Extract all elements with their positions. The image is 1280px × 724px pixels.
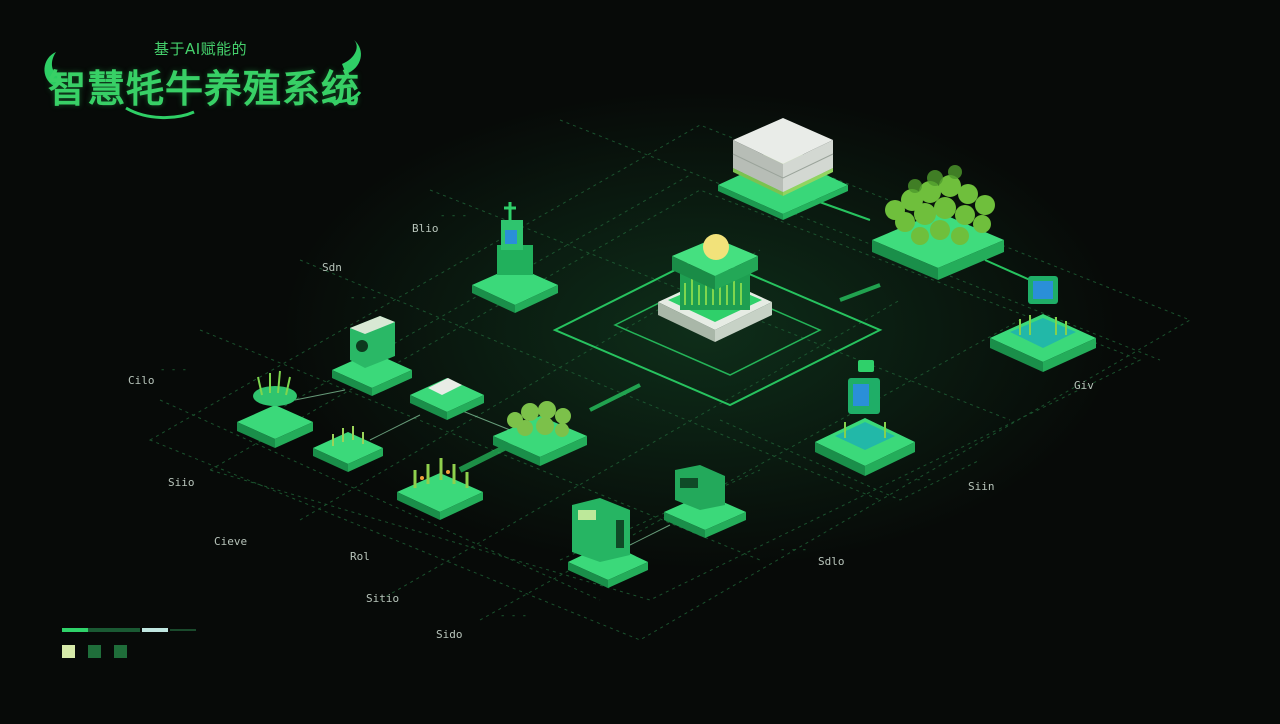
- node-label: Siin: [968, 480, 995, 493]
- crop-platform-bottom[interactable]: [397, 458, 483, 520]
- legend-bar-light: [142, 628, 168, 632]
- central-hub[interactable]: [658, 234, 772, 342]
- node-label: Sdn: [322, 261, 342, 274]
- node-label: Giv: [1074, 379, 1094, 392]
- monitor-tower-right[interactable]: [990, 276, 1096, 372]
- crop-platform-small[interactable]: [313, 426, 383, 472]
- legend-bar-track: [88, 628, 140, 632]
- monitor-tower-left[interactable]: [472, 202, 558, 313]
- screen-display: [1033, 281, 1053, 299]
- title-block: 基于AI赋能的 智慧牦牛养殖系统: [36, 34, 376, 124]
- tree-cluster: [885, 175, 995, 245]
- node-label: Blio: [412, 222, 439, 235]
- node-label: Sdlo: [818, 555, 845, 568]
- device-platform[interactable]: [410, 378, 484, 420]
- node-label: Sido: [436, 628, 463, 641]
- node-label: Cilo: [128, 374, 155, 387]
- camera-lens-icon: [356, 340, 368, 352]
- subtitle: 基于AI赋能的: [154, 40, 248, 58]
- connectors: [458, 194, 1031, 473]
- svg-text:- - -: - - -: [350, 293, 377, 303]
- svg-text:- - -: - - -: [905, 475, 932, 485]
- monitor-tower-mid[interactable]: [815, 360, 915, 476]
- svg-text:- - -: - - -: [440, 211, 467, 221]
- camera-platform[interactable]: [332, 316, 412, 396]
- page-title: 智慧牦牛养殖系统: [48, 66, 361, 111]
- legend-square-green: [88, 645, 101, 658]
- router-platform[interactable]: [664, 465, 746, 538]
- legend-square-green: [114, 645, 127, 658]
- legend-bar-end: [170, 629, 196, 631]
- outer-frame: [552, 253, 883, 407]
- dash-marks: - - - - - - - - - - - - - - - - - -: [160, 211, 932, 621]
- thin-links: [294, 389, 671, 546]
- sun-icon: [703, 234, 729, 260]
- horn-decoration: [44, 40, 362, 120]
- svg-text:- - -: - - -: [500, 611, 527, 621]
- node-label: Cieve: [214, 535, 247, 548]
- server-stack[interactable]: [718, 118, 848, 220]
- crop-platform-center[interactable]: [493, 401, 587, 466]
- legend-bar-active: [62, 628, 88, 632]
- node-label: Sitio: [366, 592, 399, 605]
- node-label: Rol: [350, 550, 370, 563]
- plant-bowl-platform[interactable]: [237, 370, 313, 448]
- legend-square-light: [62, 645, 75, 658]
- svg-text:- - -: - - -: [780, 545, 807, 555]
- forest-platform[interactable]: [872, 165, 1004, 280]
- control-panel-platform[interactable]: [568, 498, 648, 588]
- legend: [62, 624, 222, 664]
- svg-text:- - -: - - -: [160, 365, 187, 375]
- node-label: Siio: [168, 476, 195, 489]
